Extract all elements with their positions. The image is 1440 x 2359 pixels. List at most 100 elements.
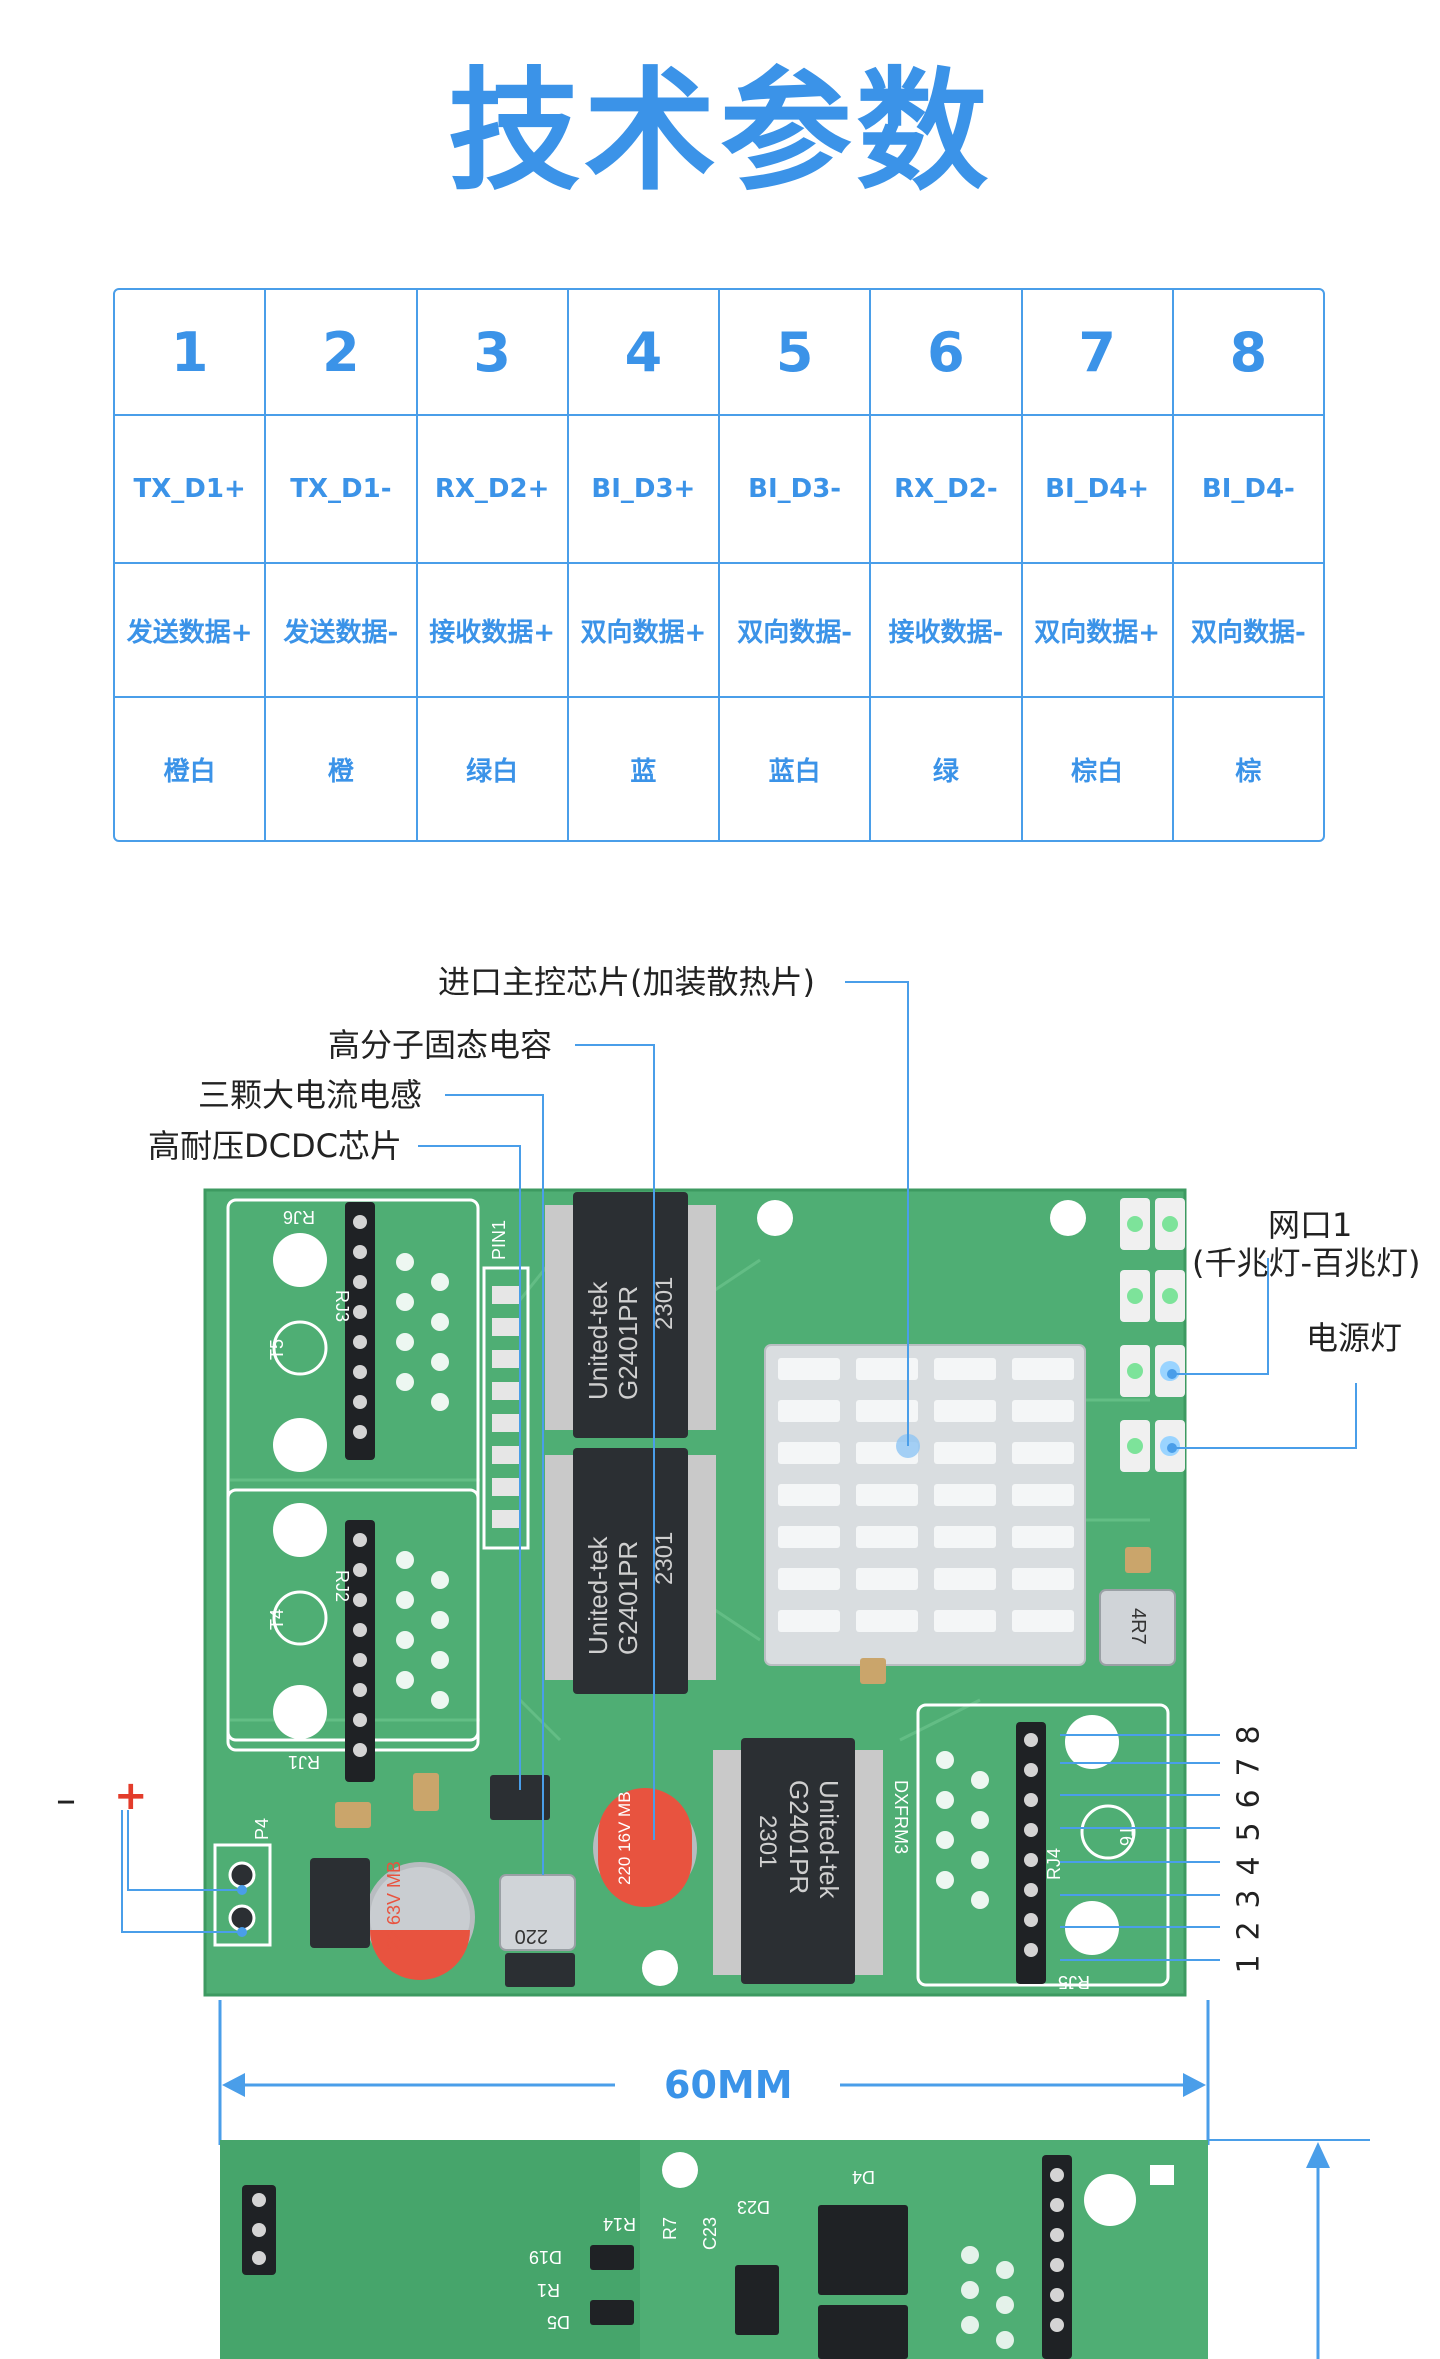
- silk-t4: T4: [267, 1609, 287, 1630]
- status-leds: [1120, 1198, 1185, 1472]
- pin-description-row: 发送数据+ 发送数据- 接收数据+ 双向数据+ 双向数据- 接收数据- 双向数据…: [115, 564, 1323, 698]
- pin-description: 发送数据+: [115, 564, 267, 696]
- pin-signal: TX_D1-: [266, 416, 418, 562]
- callout-inductor: 三颗大电流电感: [198, 1076, 423, 1114]
- chip2-model: G2401PR: [613, 1541, 643, 1655]
- pin-description: 双向数据+: [1023, 564, 1174, 696]
- inductor-220: 220: [499, 1874, 576, 1951]
- callout-port-led-line1: 网口1: [1268, 1206, 1353, 1244]
- wire-color: 棕: [1235, 756, 1262, 787]
- silk-rj2: RJ2: [332, 1570, 352, 1602]
- wire-color: 橙: [266, 698, 418, 840]
- chip2-brand: United-tek: [583, 1536, 613, 1655]
- pin-number-row: 1 2 3 4 5 6 7 8: [115, 290, 1323, 416]
- silk-p4: P4: [252, 1818, 272, 1840]
- silk-rj4: RJ4: [1044, 1848, 1064, 1880]
- page-title: 技术参数: [448, 55, 992, 209]
- pcb-bottom-board: D4 D23 D19 D5 R1 R7 R14 C23: [220, 2140, 1208, 2359]
- wire-color: 蓝: [569, 698, 720, 840]
- plus-sign: +: [114, 1773, 148, 1819]
- chip2-code: 2301: [651, 1532, 678, 1585]
- rj45-pin-number: 1: [1231, 1954, 1267, 1974]
- pin-signal: BI_D4+: [1023, 416, 1174, 562]
- inductor-4r7: 4R7: [1099, 1589, 1176, 1666]
- pin-signal: RX_D2+: [418, 416, 569, 562]
- silk-d5: D5: [547, 2312, 570, 2332]
- pin-signal: RX_D2-: [871, 416, 1023, 562]
- callout-main-chip: 进口主控芯片(加装散热片): [438, 963, 815, 1001]
- power-terminal: [213, 1843, 272, 1947]
- silk-r14: R14: [603, 2214, 636, 2234]
- silk-t6: T6: [1116, 1825, 1136, 1846]
- cap1-label: 22 63V MB: [384, 1861, 404, 1950]
- pin-number: 8: [1229, 320, 1268, 384]
- rj45-pin-number: 2: [1231, 1921, 1267, 1941]
- chip1-model: G2401PR: [613, 1286, 643, 1400]
- pin-signal: TX_D1+: [115, 416, 267, 562]
- wire-color: 绿: [871, 698, 1023, 840]
- pin-number: 6: [871, 290, 1023, 414]
- wire-color: 棕白: [1023, 698, 1174, 840]
- silk-t5: T5: [267, 1339, 287, 1360]
- rj45-pin-number: 5: [1231, 1822, 1267, 1842]
- callout-dots: [237, 1369, 1177, 1937]
- pin-definition-table: 1 2 3 4 5 6 7 8 TX_D1+ TX_D1- RX_D2+ BI_…: [113, 288, 1325, 842]
- silk-rj1: RJ1: [288, 1752, 320, 1772]
- silk-rj6: RJ6: [283, 1207, 315, 1227]
- pin-description: 双向数据-: [1190, 617, 1306, 648]
- pin-description: 发送数据-: [266, 564, 418, 696]
- chip1-brand: United-tek: [583, 1281, 613, 1400]
- pin-description: 接收数据-: [871, 564, 1023, 696]
- silk-pin1: PIN1: [489, 1220, 509, 1260]
- rj45-pin-number: 6: [1231, 1789, 1267, 1809]
- inductor2-label: 4R7: [1127, 1608, 1149, 1645]
- silk-c23: C23: [700, 2217, 720, 2250]
- wire-color: 蓝白: [720, 698, 872, 840]
- wire-color: 绿白: [418, 698, 569, 840]
- callout-dcdc-chip: 高耐压DCDC芯片: [148, 1127, 402, 1165]
- silk-d4: D4: [852, 2167, 875, 2187]
- wire-color-row: 橙白 橙 绿白 蓝 蓝白 绿 棕白 棕: [115, 698, 1323, 840]
- silk-dxfrm: DXFRM3: [891, 1780, 911, 1854]
- chip3-code: 2301: [754, 1815, 781, 1868]
- minus-sign: –: [56, 1777, 76, 1823]
- pin-description: 双向数据+: [569, 564, 720, 696]
- cap-22uf: 22 63V MB: [365, 1861, 475, 1980]
- pin-signal-row: TX_D1+ TX_D1- RX_D2+ BI_D3+ BI_D3- RX_D2…: [115, 416, 1323, 564]
- pin-description: 双向数据-: [720, 564, 872, 696]
- pin-number: 1: [115, 290, 267, 414]
- dimension-marker: [218, 2000, 1370, 2359]
- cap-220uf: 220 16V MB: [593, 1788, 697, 1907]
- callout-power-led: 电源灯: [1306, 1319, 1403, 1357]
- silk-r7: R7: [660, 2217, 680, 2240]
- pin-signal: BI_D3+: [569, 416, 720, 562]
- pin-number: 4: [569, 290, 720, 414]
- pcb-top-board: United-tek G2401PR 2301 United-tek G2401…: [203, 1188, 1187, 1997]
- callout-port-led-line2: (千兆灯-百兆灯): [1192, 1244, 1421, 1282]
- callout-solid-capacitor: 高分子固态电容: [328, 1026, 553, 1064]
- silk-d19: D19: [529, 2247, 562, 2267]
- rj45-pin-number: 8: [1231, 1725, 1267, 1745]
- silk-r1: R1: [537, 2280, 560, 2300]
- pin-description: 接收数据+: [418, 564, 569, 696]
- chip1-code: 2301: [651, 1277, 678, 1330]
- wire-color: 橙白: [115, 698, 267, 840]
- pin-number: 5: [720, 290, 872, 414]
- rj45-pin-number: 7: [1231, 1757, 1267, 1777]
- width-dimension-label: 60MM: [664, 2063, 793, 2107]
- heatsink: [764, 1344, 1086, 1666]
- cap2-label: 220 16V MB: [615, 1791, 634, 1885]
- inductor-label: 220: [515, 1925, 548, 1947]
- chip3-model: G2401PR: [784, 1780, 814, 1894]
- pin-signal: BI_D3-: [720, 416, 872, 562]
- pin-signal: BI_D4-: [1201, 474, 1295, 504]
- silk-d23: D23: [737, 2197, 770, 2217]
- pin-number: 2: [266, 290, 418, 414]
- silk-rj5: RJ5: [1058, 1972, 1090, 1992]
- chip3-brand: United-tek: [814, 1780, 844, 1899]
- pin-number: 7: [1023, 290, 1174, 414]
- silk-rj3: RJ3: [332, 1290, 352, 1322]
- rj45-pin-number: 3: [1231, 1889, 1267, 1909]
- callout-leader-lines: [121, 981, 1357, 1961]
